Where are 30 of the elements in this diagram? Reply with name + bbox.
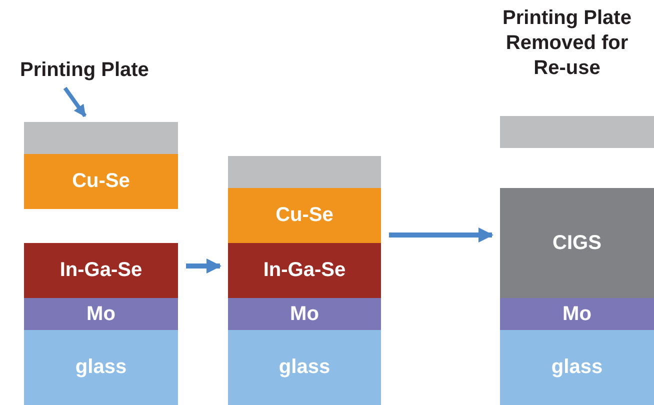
layer-band [500, 330, 654, 405]
layer-label: In-Ga-Se [60, 259, 142, 282]
layer-label: Cu-Se [276, 204, 334, 227]
layer-label: glass [551, 356, 603, 379]
layer-band [228, 298, 381, 330]
layer-band [500, 298, 654, 330]
layer-band [228, 330, 381, 405]
printing-plate-layer [228, 156, 381, 188]
layer-band [228, 188, 381, 243]
layer-band [24, 243, 178, 298]
arrow [186, 258, 222, 274]
layer-band [24, 330, 178, 405]
layer-band [500, 188, 654, 298]
printing-plate-layer [24, 122, 178, 154]
printing-plate-layer [500, 116, 654, 148]
arrow [63, 86, 87, 118]
heading-text: Printing Plate Removed for Re-use [502, 6, 632, 80]
layer-label: glass [278, 356, 330, 379]
arrow [389, 228, 494, 242]
layer-label: Mo [290, 302, 319, 326]
layer-label: Cu-Se [72, 170, 130, 193]
layer-band [24, 154, 178, 209]
layer-band [24, 298, 178, 330]
layer-label: In-Ga-Se [263, 259, 346, 282]
layer-label: Mo [562, 302, 592, 326]
layer-label: CIGS [552, 232, 602, 254]
layer-label: Mo [86, 302, 116, 326]
heading-text: Printing Plate [20, 58, 149, 82]
layer-band [228, 243, 381, 298]
layer-label: glass [75, 356, 127, 379]
